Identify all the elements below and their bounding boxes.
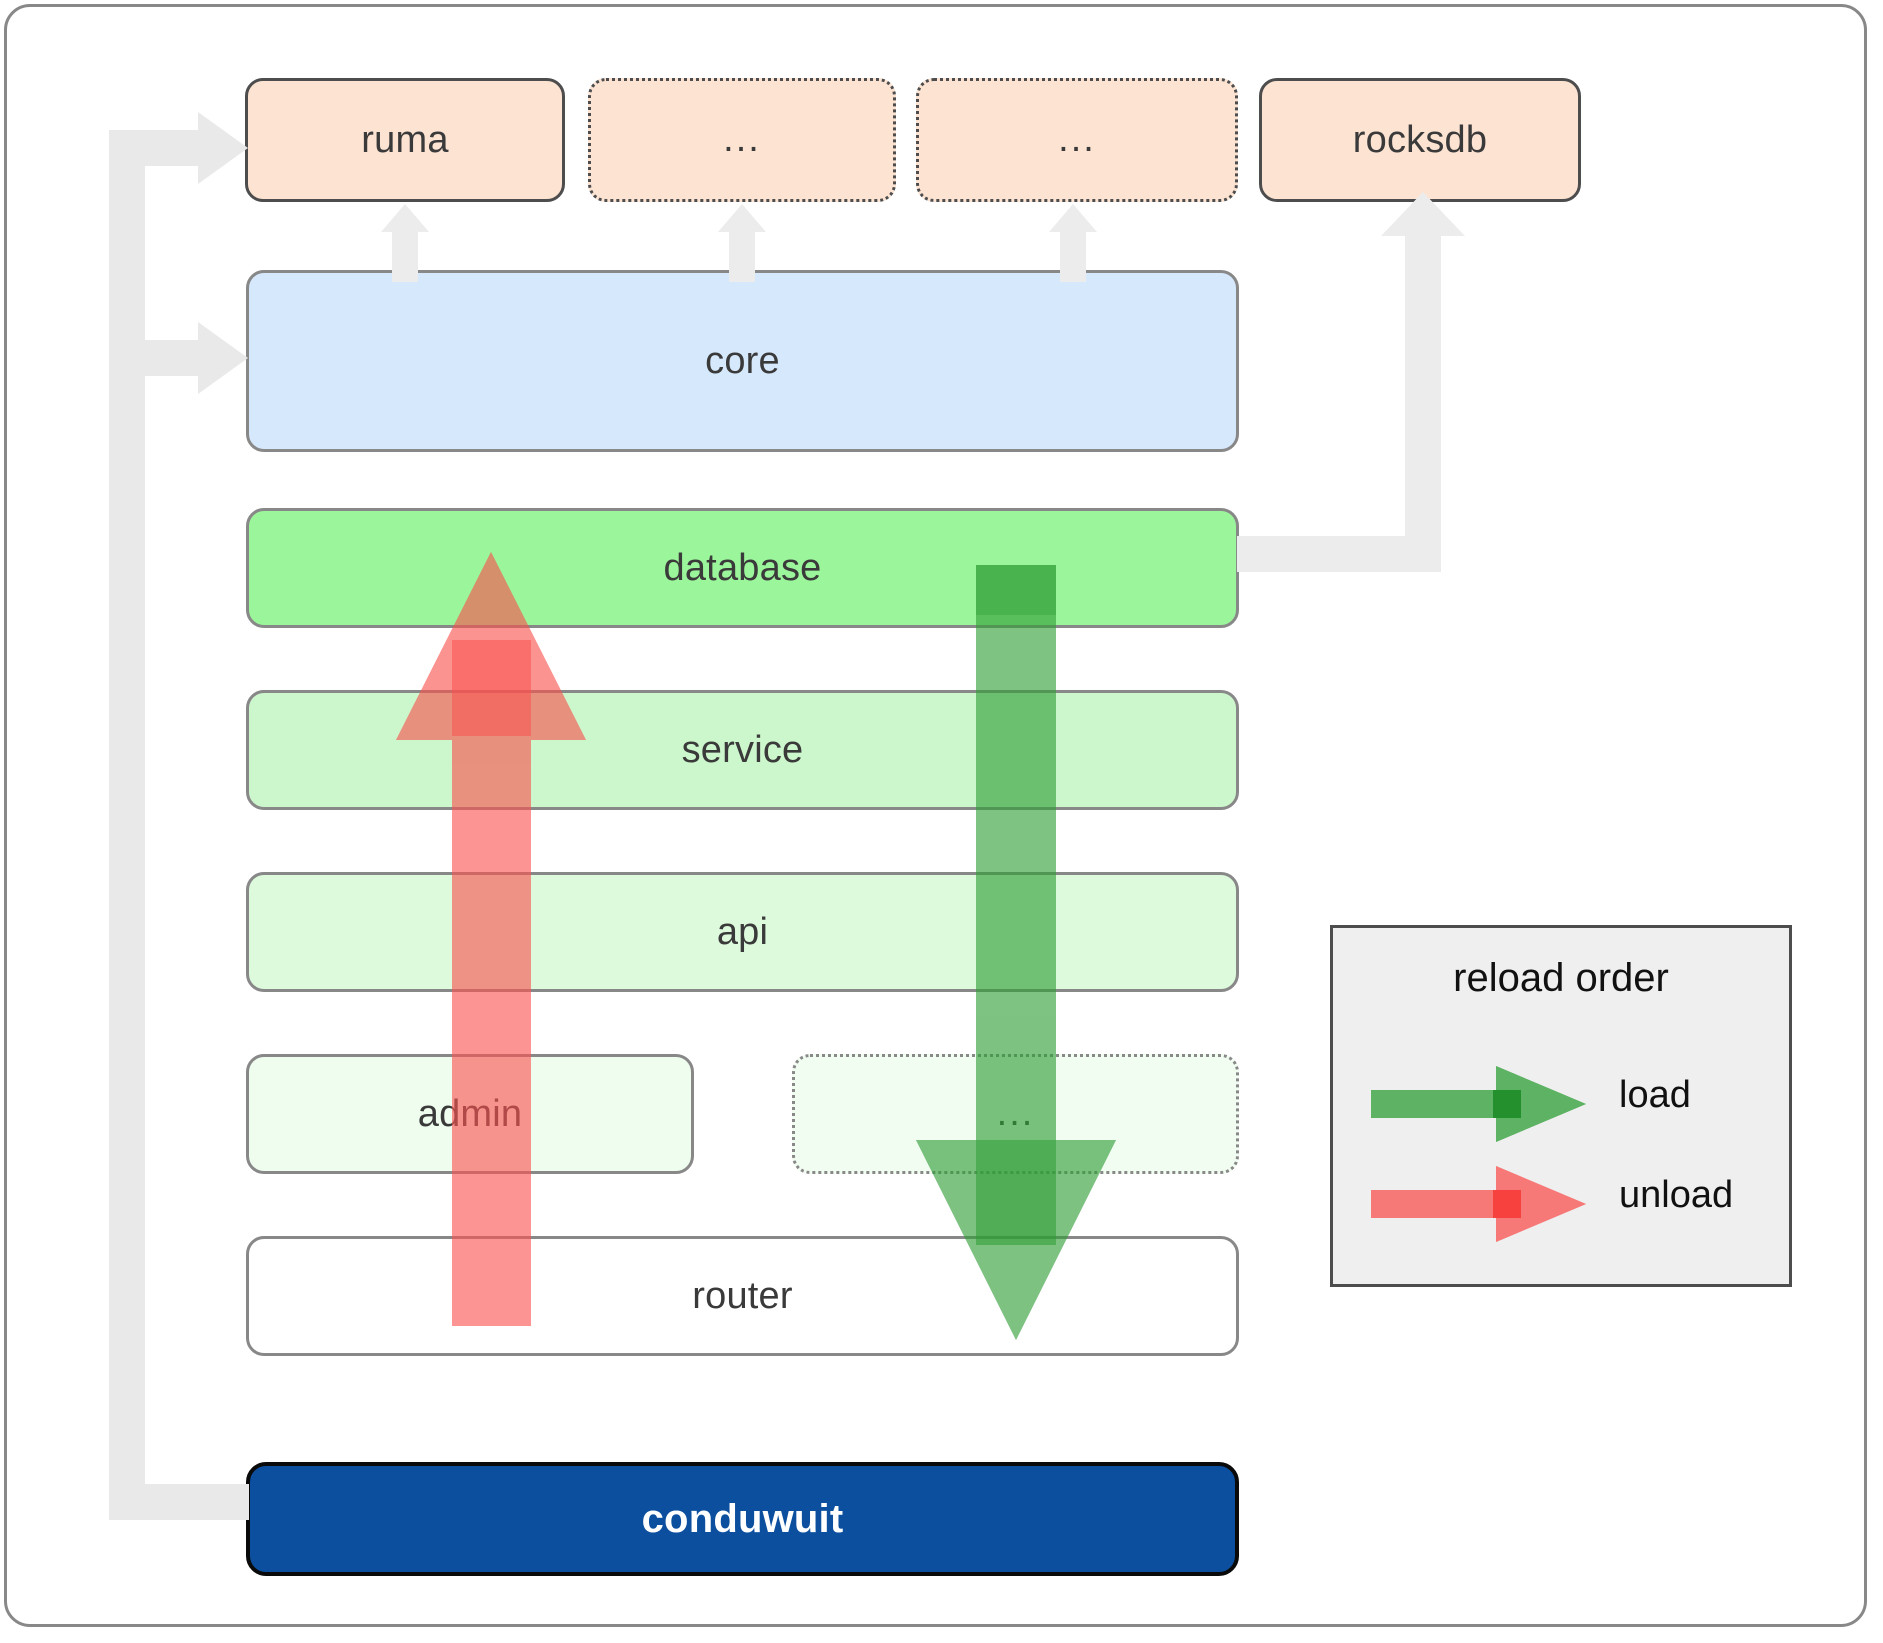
diagram-frame — [4, 4, 1867, 1627]
root-label-conduwuit: conduwuit — [641, 1496, 844, 1541]
legend-panel: reload order load unloa — [1330, 925, 1792, 1287]
layer-node-service[interactable]: service — [246, 690, 1239, 810]
layer-label-core: core — [705, 339, 780, 382]
legend-title: reload order — [1453, 956, 1669, 1000]
dependency-label-more-2: ... — [1058, 118, 1096, 161]
layer-node-api[interactable]: api — [246, 872, 1239, 992]
layer-label-router: router — [692, 1274, 793, 1317]
legend-label-unload: unload — [1619, 1174, 1734, 1216]
layer-label-database: database — [663, 546, 822, 589]
dependency-label-ruma: ruma — [361, 118, 449, 161]
root-node-conduwuit[interactable]: conduwuit — [246, 1462, 1239, 1576]
layer-label-more: ... — [996, 1092, 1035, 1135]
dependency-node-ruma[interactable]: ruma — [245, 78, 565, 202]
layer-node-more[interactable]: ... — [792, 1054, 1239, 1174]
load-legend-icon — [1371, 1066, 1586, 1142]
legend-row-unload: unload — [1333, 1158, 1789, 1248]
dependency-label-more-1: ... — [723, 118, 761, 161]
layer-node-core[interactable]: core — [246, 270, 1239, 452]
layer-label-service: service — [681, 728, 804, 771]
legend-row-load: load — [1333, 1058, 1789, 1148]
dependency-node-more-2[interactable]: ... — [916, 78, 1238, 202]
layer-node-router[interactable]: router — [246, 1236, 1239, 1356]
unload-legend-icon — [1371, 1166, 1586, 1242]
layer-node-admin[interactable]: admin — [246, 1054, 694, 1174]
dependency-node-more-1[interactable]: ... — [588, 78, 896, 202]
layer-label-admin: admin — [417, 1092, 523, 1135]
dependency-label-rocksdb: rocksdb — [1352, 118, 1488, 161]
legend-label-load: load — [1619, 1074, 1691, 1116]
dependency-node-rocksdb[interactable]: rocksdb — [1259, 78, 1581, 202]
layer-label-api: api — [716, 910, 769, 953]
layer-node-database[interactable]: database — [246, 508, 1239, 628]
